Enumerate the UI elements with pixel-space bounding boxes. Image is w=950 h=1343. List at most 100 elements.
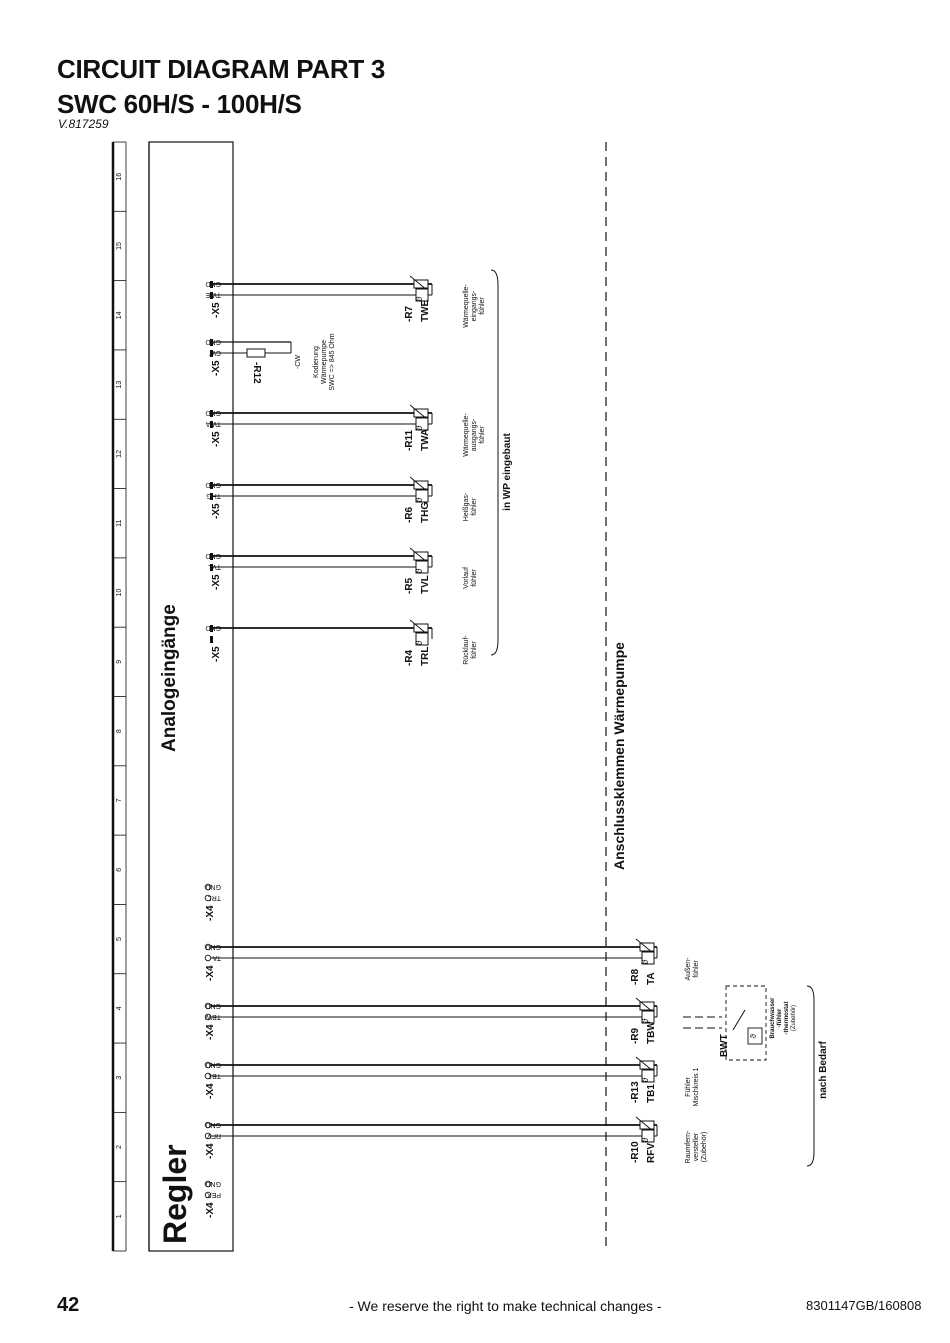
x5-twa-terminal-sig — [210, 421, 213, 428]
x5-trl-gnd-label: GND — [205, 624, 221, 631]
x4-rfv-description: Raumfern- — [685, 1130, 692, 1164]
sensor-theta-symbol: ϑ — [640, 1018, 650, 1023]
x4-tbw-sensor-tag: TBW — [646, 1021, 657, 1044]
sensor-theta-symbol: ϑ — [414, 640, 424, 645]
x5-tvl-gnd-label: GND — [205, 552, 221, 559]
sensor-resistor — [639, 942, 655, 952]
x4-rfv-description: (Zubehör) — [701, 1132, 708, 1163]
x5-twa-connector-label: -X5 — [211, 431, 222, 447]
bwt-description: Brauchwasser — [770, 997, 776, 1039]
x5-tvl-sensor-ref: -R5 — [404, 577, 415, 594]
sensor-slant — [635, 997, 654, 1013]
ruler-number: 5 — [116, 937, 123, 941]
x4-ta-description: Außen- — [685, 957, 692, 981]
x5-twa-sensor-ref: -R11 — [404, 429, 415, 451]
x5-twe-description: fühler — [479, 297, 486, 315]
sensor-resistor — [413, 408, 429, 418]
sensor-resistor — [639, 1120, 655, 1130]
x4-pex-terminal-gnd — [204, 1180, 212, 1188]
x5-tvl-connector-label: -X5 — [211, 574, 222, 590]
page-number: 42 — [57, 1294, 80, 1316]
sensor-box — [415, 560, 429, 574]
coding-description: Kodierung — [313, 346, 320, 378]
x5-trl-description: fühler — [471, 641, 478, 659]
ruler-number: 15 — [116, 242, 123, 250]
ruler-number: 7 — [116, 798, 123, 802]
sensor-box — [641, 1010, 655, 1024]
coding-net-label: -CW — [295, 355, 302, 369]
x4-rfv-terminal-gnd — [204, 1121, 212, 1129]
sensor-box — [641, 1069, 655, 1083]
sensor-theta-symbol: ϑ — [414, 568, 424, 573]
x5-twa-description: ausgangs- — [471, 418, 478, 451]
x5-thg-description: fühler — [471, 498, 478, 516]
ruler-number: 1 — [116, 1214, 123, 1218]
x4-ta-sensor-ref: -R8 — [630, 968, 641, 985]
ruler-number: 12 — [116, 450, 123, 458]
ruler-number: 6 — [116, 868, 123, 872]
bwt-theta-symbol: ϑ — [749, 1033, 758, 1038]
section-label-analog: Analogeingänge — [159, 604, 180, 752]
sensor-theta-symbol: ϑ — [414, 497, 424, 502]
x4-tb1-sensor-ref: -R13 — [630, 1081, 641, 1103]
bracket-nach-bedarf — [806, 985, 815, 1167]
ruler-number: 10 — [116, 589, 123, 597]
coding-resistor — [246, 348, 266, 358]
bwt-switch — [732, 1009, 746, 1031]
sensor-theta-symbol: ϑ — [640, 959, 650, 964]
sensor-box — [641, 1129, 655, 1143]
x5-trl-sensor-tag: TRL — [420, 647, 431, 666]
sensor-slant — [635, 1056, 654, 1072]
x5-thg-terminal-gnd — [210, 482, 213, 489]
x4-tbw-terminal-gnd — [204, 1002, 212, 1010]
x4-tb1-connector-label: -X4 — [205, 1083, 216, 1099]
bwt-sensor-box — [747, 1027, 763, 1045]
x5-thg-pin-label: THG — [206, 492, 221, 499]
bwt-description: -thermostat — [784, 1001, 790, 1034]
x4-tb1-description: Mischkreis 1 — [693, 1067, 700, 1106]
x4-trl-gnd-label: GND — [205, 883, 221, 890]
x4-trl-terminal-gnd — [204, 883, 212, 891]
sensor-resistor — [413, 623, 429, 633]
sensor-box — [415, 489, 429, 503]
sensor-theta-symbol: ϑ — [640, 1137, 650, 1142]
x5-thg-sensor-ref: -R6 — [404, 506, 415, 523]
ruler-number: 4 — [116, 1006, 123, 1010]
ruler-number: 11 — [116, 519, 123, 526]
ruler-number: 13 — [116, 381, 123, 389]
x4-tb1-terminal-sig — [204, 1072, 212, 1080]
x5-trl-terminal-gnd — [210, 625, 213, 632]
x4-ta-connector-label: -X4 — [205, 965, 216, 981]
x4-tbw-sensor-ref: -R9 — [630, 1027, 641, 1044]
x5-twa-sensor-tag: TWA — [420, 429, 431, 451]
x5-trl-description: Rücklauf- — [463, 635, 470, 665]
x5-twe-pin-label: TWE — [205, 291, 221, 298]
sensor-slant — [635, 1116, 654, 1132]
x5-thg-connector-label: -X5 — [211, 503, 222, 519]
x4-tb1-sensor-tag: TB1 — [646, 1084, 657, 1103]
bwt-tag: BWT — [719, 1034, 730, 1057]
sensor-box — [641, 951, 655, 965]
ruler-number: 3 — [116, 1076, 123, 1080]
x5-twe-connector-label: -X5 — [211, 302, 222, 318]
bracket-wp-label: in WP eingebaut — [502, 433, 513, 511]
coding-description: SWC => 845 Ohm — [329, 333, 336, 390]
x5-cw-terminal-sig — [210, 350, 213, 357]
sensor-theta-symbol: ϑ — [640, 1077, 650, 1082]
bracket-wp — [490, 269, 499, 656]
x5-twa-terminal-gnd — [210, 410, 213, 417]
sensor-theta-symbol: ϑ — [414, 425, 424, 430]
x5-tvl-pin-label: TVL — [208, 563, 221, 570]
sensor-resistor — [639, 1001, 655, 1011]
sensor-slant — [409, 476, 428, 492]
ruler-number: 9 — [116, 660, 123, 664]
sensor-slant — [409, 547, 428, 563]
x5-cw-pin-label: CW — [209, 349, 221, 356]
x5-twa-pin-label: TWA — [205, 420, 221, 427]
x4-rfv-sensor-tag: RFV — [646, 1143, 657, 1163]
ruler-number: 2 — [116, 1145, 123, 1149]
x4-tbw-connector-label: -X4 — [205, 1024, 216, 1040]
section-label-terminals: Anschlussklemmen Wärmepumpe — [611, 642, 627, 870]
coding-description: Wärmepumpe — [321, 340, 328, 384]
